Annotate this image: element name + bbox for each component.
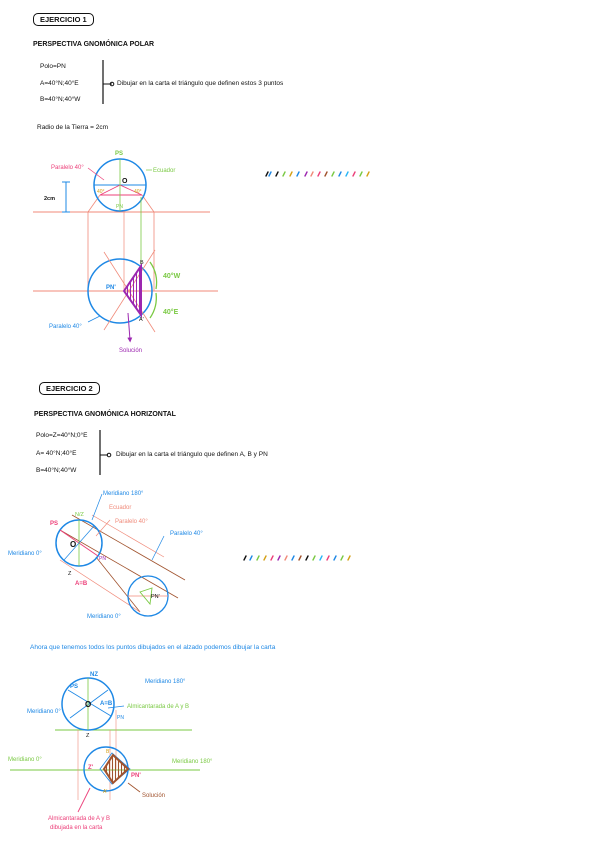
ex2-data-b: B=40°N;40°W: [36, 467, 77, 474]
ex2-paralelo40a: Paralelo 40°: [115, 519, 148, 525]
ex1-data-polo: Polo=PN: [40, 63, 66, 70]
ex3-z1: Z': [88, 765, 94, 771]
ex3-nz: NZ: [90, 672, 98, 678]
exercise-1-box: EJERCICIO 1: [33, 13, 94, 26]
ex3-azb: A=B: [100, 701, 113, 707]
ex1-deg-b: 40°: [134, 189, 142, 195]
ex2-meridiano0b: Meridiano 0°: [87, 614, 121, 620]
ex3-almic-line2: dibujada en la carta: [50, 825, 103, 831]
ex1-instruction: Dibujar en la carta el triángulo que def…: [117, 80, 284, 87]
ex3-pn: PN: [117, 715, 124, 721]
ex2-meridiano180: Meridiano 180°: [103, 491, 144, 497]
ex2-meridiano0: Meridiano 0°: [8, 551, 42, 557]
ex1-solucion: Solución: [119, 348, 142, 354]
ex1-pn-label: PN': [106, 285, 116, 291]
ex1-w40: 40°W: [163, 272, 181, 280]
ex2-azb: A=B: [75, 581, 88, 587]
ex2-data-polo: Polo=Z=40°N;0°E: [36, 432, 88, 439]
ex3-meridiano180: Meridiano 180°: [145, 679, 186, 685]
ex3-meridiano0: Meridiano 0°: [27, 709, 61, 715]
ex2-diagram: Meridiano 180° N/Z Ecuador PS Paralelo 4…: [8, 491, 203, 620]
ex2-pn2: PN': [151, 594, 160, 600]
ex3-a1: A': [103, 789, 107, 795]
ex3-almic: Almicantarada de A y B: [127, 704, 189, 710]
ex2-brace: [99, 430, 112, 475]
color-key-2: [243, 555, 351, 561]
ex3-o: O: [85, 700, 91, 709]
exercise-2-box: EJERCICIO 2: [39, 382, 100, 395]
ex1-globe-chart: [87, 258, 153, 324]
color-key-1: [265, 171, 370, 177]
ex2-o: O: [70, 540, 76, 549]
ex2-data-a: A= 40°N;40°E: [36, 450, 77, 457]
ex3-meridiano0b: Meridiano 0°: [8, 757, 42, 763]
ex1-diagram: Paralelo 40° PS O Ecuador 40° 40° PN 2cm…: [33, 151, 218, 354]
ex1-e40: 40°E: [163, 308, 179, 316]
ex3-solution-triangle: [102, 753, 130, 785]
ex1-pn-small: PN: [116, 204, 123, 210]
ex1-paralelo-bottom: Paralelo 40°: [49, 324, 82, 330]
ex1-data-b: B=40°N;40°W: [40, 96, 81, 103]
ex1-a-label: A': [139, 317, 144, 323]
ex3-solucion: Solución: [142, 793, 165, 799]
exercise-2-title: PERSPECTIVA GNOMÓNICA HORIZONTAL: [34, 411, 176, 418]
ex1-ps-label: PS: [115, 151, 123, 157]
ex1-radius: Radio de la Tierra = 2cm: [37, 124, 108, 131]
ex1-paralelo-top: Paralelo 40°: [51, 165, 84, 171]
ex1-o-label: O: [122, 178, 128, 185]
ex2-instruction: Dibujar en la carta el triángulo que def…: [116, 451, 268, 458]
ex1-data-a: A=40°N;40°E: [40, 80, 79, 87]
ex3-b1: B': [106, 749, 110, 755]
ex3-z: Z: [86, 733, 90, 739]
transition-note: Ahora que tenemos todos los puntos dibuj…: [30, 644, 276, 651]
ex2-paralelo40b: Paralelo 40°: [170, 531, 203, 537]
ex1-brace: [102, 60, 115, 104]
exercise-1-title: PERSPECTIVA GNOMÓNICA POLAR: [33, 41, 155, 48]
ex1-dim-label: 2cm: [44, 196, 55, 202]
ex1-ecuador: Ecuador: [153, 168, 175, 174]
ex2-z: Z: [68, 571, 72, 577]
ex3-almic-line1: Almicantarada de A y B: [48, 816, 110, 822]
ex3-diagram: PS NZ Meridiano 180° O A=B PN Meridiano …: [8, 672, 213, 831]
ex3-meridiano180b: Meridiano 180°: [172, 759, 213, 765]
ex3-ps: PS: [70, 684, 78, 690]
ex1-deg-a: 40°: [97, 189, 105, 195]
ex2-ps: PS: [50, 521, 58, 527]
ex2-nz: N/Z: [75, 512, 85, 518]
ex2-ecuador: Ecuador: [109, 505, 131, 511]
ex3-pn1: PN': [131, 773, 141, 779]
ex1-b-label: B: [140, 260, 144, 266]
ex1-solution-triangle: [122, 262, 142, 319]
ex2-pn: PN: [99, 556, 106, 562]
